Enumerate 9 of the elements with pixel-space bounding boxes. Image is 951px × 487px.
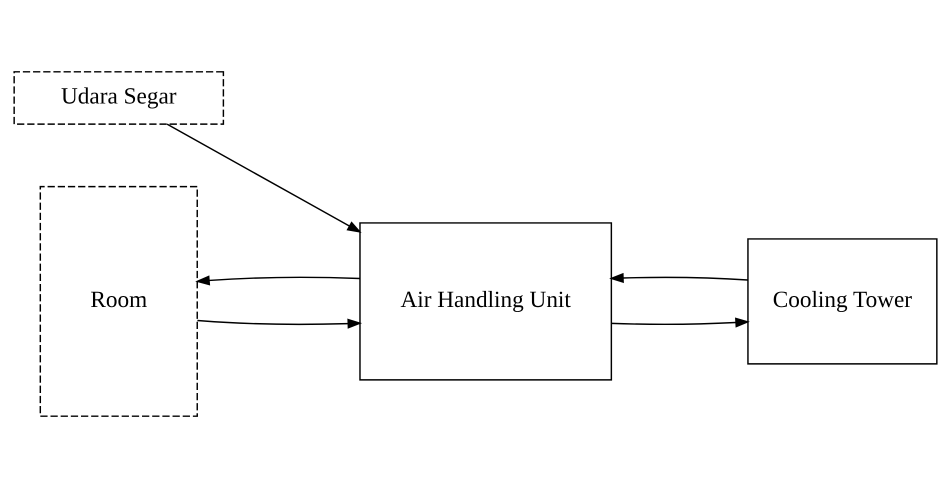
arrow [611,316,750,328]
node-box: Cooling Tower [747,238,938,364]
node-box: Air Handling Unit [359,222,612,380]
arrow [197,318,362,328]
node-box: Room [40,185,198,416]
arrow [195,274,360,285]
arrow [609,272,748,283]
arrow [166,123,362,232]
node-box: Udara Segar [13,70,224,124]
